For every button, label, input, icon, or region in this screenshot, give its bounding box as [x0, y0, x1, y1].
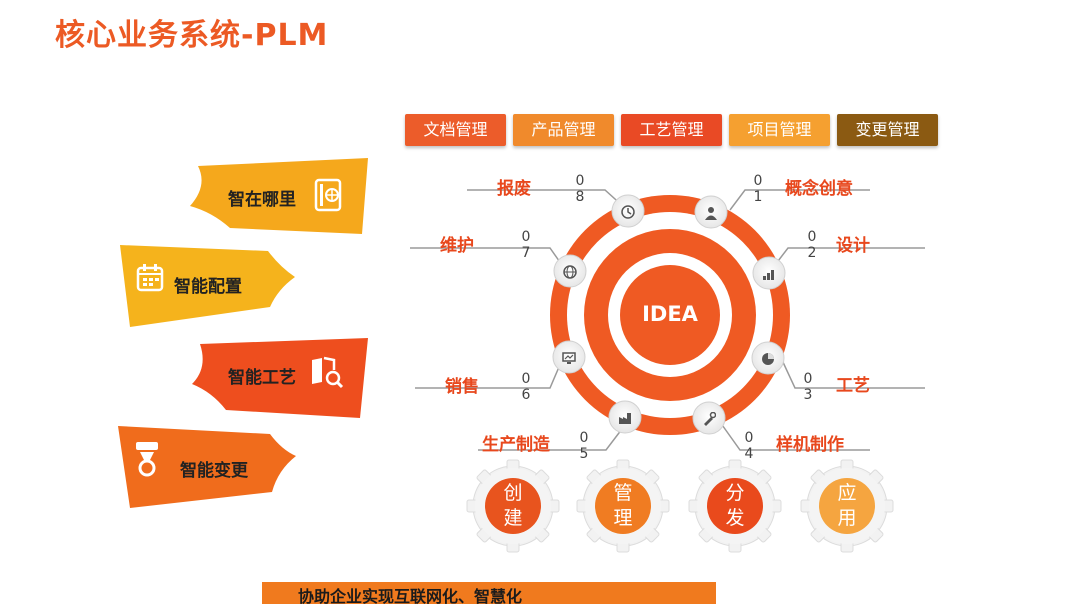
gear-apply[interactable]: 应用: [800, 459, 894, 553]
stage-label-maintenance: 维护: [440, 236, 474, 256]
globe-icon: [563, 264, 577, 283]
banner-process[interactable]: 智能工艺: [192, 338, 370, 418]
clock-icon: [621, 204, 635, 223]
tab-bar: 文档管理 产品管理 工艺管理 项目管理 变更管理: [405, 114, 938, 146]
tab-change-management[interactable]: 变更管理: [837, 114, 938, 146]
idea-wheel: [410, 189, 925, 451]
gear-shape: [576, 459, 670, 553]
gear-shape: [466, 459, 560, 553]
factory-icon: [618, 410, 632, 429]
gear-distribute[interactable]: 分发: [688, 459, 782, 553]
user-icon: [704, 205, 718, 224]
stage-label-prototype: 样机制作: [776, 435, 844, 455]
tool-icon: [702, 411, 717, 430]
banner-where[interactable]: 智在哪里: [190, 158, 370, 236]
banner-label: 智能工艺: [228, 368, 296, 388]
stage-label-sales: 销售: [445, 377, 479, 397]
gear-create[interactable]: 创建: [466, 459, 560, 553]
tab-project-management[interactable]: 项目管理: [729, 114, 830, 146]
banner-shape: [190, 158, 368, 234]
gear-shape: [688, 459, 782, 553]
gear-label: 分发: [725, 482, 745, 529]
gear-label: 管理: [613, 482, 633, 529]
banner-shape: [120, 245, 295, 327]
stage-label-scrap: 报废: [497, 179, 531, 199]
pie-icon: [761, 351, 775, 370]
tab-document-management[interactable]: 文档管理: [405, 114, 506, 146]
stage-label-manufacturing: 生产制造: [482, 435, 550, 455]
banner-config[interactable]: 智能配置: [120, 245, 295, 327]
tab-process-management[interactable]: 工艺管理: [621, 114, 722, 146]
monitor-icon: [562, 350, 576, 369]
gear-label: 应用: [837, 482, 857, 529]
tab-product-management[interactable]: 产品管理: [513, 114, 614, 146]
banner-shape: [118, 426, 296, 508]
stage-label-design: 设计: [836, 236, 870, 256]
footer-text: 协助企业实现互联网化、智慧化: [298, 587, 523, 606]
gear-shape: [800, 459, 894, 553]
page-title: 核心业务系统-PLM: [55, 18, 329, 53]
footer-bar: 协助企业实现互联网化、智慧化: [262, 582, 716, 606]
stage-label-process: 工艺: [836, 376, 870, 396]
chart-icon: [762, 266, 776, 285]
banner-label: 智能配置: [174, 277, 242, 297]
stage-label-concept: 概念创意: [785, 179, 853, 199]
banner-change[interactable]: 智能变更: [118, 426, 298, 508]
gear-manage[interactable]: 管理: [576, 459, 670, 553]
banner-label: 智在哪里: [228, 190, 296, 210]
idea-center-text: IDEA: [642, 302, 698, 326]
gear-label: 创建: [503, 482, 523, 529]
banner-label: 智能变更: [180, 461, 248, 481]
